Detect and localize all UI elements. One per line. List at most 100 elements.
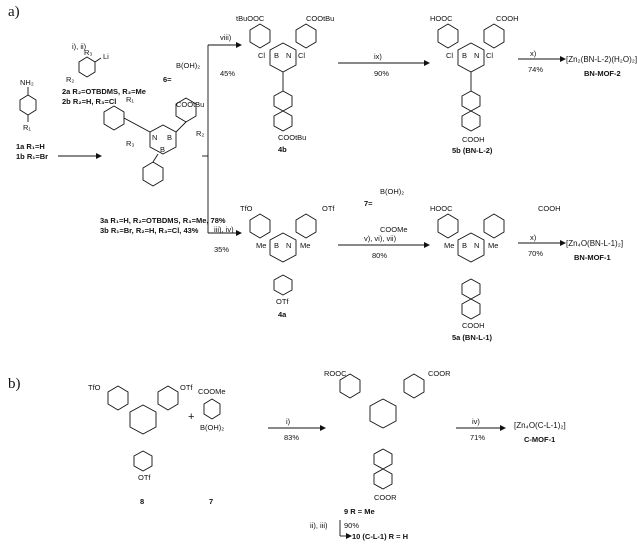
ester-label: COOR (374, 493, 397, 502)
ester-label: COOR (428, 369, 451, 378)
carboxylic-acid-label: COOH (462, 135, 485, 144)
step-iii-iv-yield: 35% (214, 245, 230, 254)
step-i-ii-label: i), ii) (72, 42, 87, 51)
atom-cl-label: Cl (258, 51, 266, 60)
r2-label: R₂ (196, 129, 205, 138)
tbu-ester-label: COOtBu (278, 133, 307, 142)
compound-4b-label: 4b (278, 145, 287, 154)
carboxylic-acid-label: COOH (496, 14, 519, 23)
atom-n-label: N (474, 51, 480, 60)
plus-sign: + (188, 411, 195, 423)
aniline-structure (19, 87, 37, 122)
step-x-label: x) (530, 233, 537, 242)
step-ii-iii-label: ii), iii) (310, 521, 328, 530)
compound-5a-structure (437, 213, 505, 320)
triflate-label: TfO (88, 383, 101, 392)
compound-7-label: 7 (209, 497, 214, 506)
atom-n-label: N (474, 241, 480, 250)
compound-8-label: 8 (140, 497, 145, 506)
step-iii-iv-label: iii), iv) (214, 225, 234, 234)
reagent-7-label: 7= (364, 199, 373, 208)
compound-5a-label: 5a (BN-L-1) (452, 333, 493, 342)
step-viii-yield: 45% (220, 69, 236, 78)
methyl-label: Me (444, 241, 455, 250)
step-x-label: x) (530, 49, 537, 58)
atom-b-label: B (462, 51, 468, 60)
compound-9-label: 9 R = Me (344, 507, 375, 516)
compound-1a-label: 1a R₁=H (16, 142, 45, 151)
compound-8-structure (107, 385, 179, 472)
methyl-label: Me (300, 241, 311, 250)
compound-5b-label: 5b (BN-L-2) (452, 146, 493, 155)
ester-label: ROOC (324, 369, 347, 378)
step-iv-label: iv) (472, 417, 480, 426)
c-mof-1-label: C-MOF-1 (524, 435, 556, 444)
atom-n-label: N (286, 241, 292, 250)
step-i-yield: 83% (284, 433, 300, 442)
r3-label: R₃ (126, 139, 135, 148)
triflate-label: TfO (240, 204, 253, 213)
step-i-label: i) (286, 417, 291, 426)
panel-label-a: a) (8, 4, 20, 20)
bn-mof-1-label: BN-MOF-1 (574, 253, 611, 262)
atom-b-label: B (462, 241, 468, 250)
aryllithium-structure (78, 56, 102, 78)
compound-5b-structure (437, 23, 505, 132)
amine-group-label: NH₂ (20, 78, 34, 87)
carboxylic-acid-label: HOOC (430, 14, 453, 23)
lithium-label: Li (103, 52, 109, 61)
atom-b-label: B (160, 145, 166, 154)
atom-b-label: B (274, 51, 280, 60)
r2-label: R₂ (66, 75, 75, 84)
compound-3a-label: 3a R₁=H, R₂=OTBDMS, R₃=Me, 78% (100, 216, 226, 225)
carboxylic-acid-label: HOOC (430, 204, 453, 213)
tbu-ester-label: COOtBu (306, 14, 335, 23)
arrowhead (96, 153, 102, 159)
methyl-ester-label: COOMe (380, 225, 408, 234)
panel-label-b: b) (8, 376, 21, 392)
carboxylic-acid-label: COOH (538, 204, 561, 213)
compound-10-label: 10 (C-L-1) R = H (352, 532, 409, 541)
atom-n-label: N (286, 51, 292, 60)
methyl-label: Me (488, 241, 499, 250)
step-x-yield: 70% (528, 249, 544, 258)
step-ix-label: ix) (374, 52, 382, 61)
compound-7-bottom-structure (203, 398, 221, 420)
bn-mof-2-label: BN-MOF-2 (584, 69, 621, 78)
triflate-label: OTf (276, 297, 289, 306)
atom-b-label: B (167, 133, 173, 142)
methyl-label: Me (256, 241, 267, 250)
compound-2a-label: 2a R₂=OTBDMS, R₃=Me (62, 87, 146, 96)
tbu-ester-label: tBuOOC (236, 14, 265, 23)
compound-4a-label: 4a (278, 310, 287, 319)
triflate-label: OTf (138, 473, 151, 482)
bn-mof-2-formula: [Zn₂(BN-L-2)(H₂O)₂] (566, 55, 637, 64)
step-v-vi-vii-yield: 80% (372, 251, 388, 260)
boronic-acid-label: B(OH)₂ (176, 61, 201, 70)
compound-4b-structure (249, 23, 317, 132)
atom-cl-label: Cl (486, 51, 494, 60)
step-x-yield: 74% (528, 65, 544, 74)
compound-3b-label: 3b R₁=Br, R₂=H, R₃=Cl, 43% (100, 226, 199, 235)
bn-mof-1-formula: [Zn₄O(BN-L-1)₂] (566, 239, 624, 248)
step-ii-iii-yield: 90% (344, 521, 360, 530)
reagent-6-label: 6= (163, 75, 172, 84)
boronic-acid-label: B(OH)₂ (380, 187, 405, 196)
step-v-vi-vii-label: v), vi), vii) (364, 234, 397, 243)
atom-b-label: B (274, 241, 280, 250)
compound-9-structure (339, 373, 425, 490)
step-viii-label: viii) (220, 33, 232, 42)
compound-3-structure (103, 97, 197, 187)
triflate-label: OTf (322, 204, 335, 213)
triflate-label: OTf (180, 383, 193, 392)
step-iv-yield: 71% (470, 433, 486, 442)
compound-2b-label: 2b R₂=H, R₃=Cl (62, 97, 117, 106)
compound-4a-structure (249, 213, 317, 296)
atom-n-label: N (152, 133, 158, 142)
atom-cl-label: Cl (446, 51, 454, 60)
aniline-substituent-label: R₁ (23, 123, 31, 132)
r1-label: R₁ (126, 95, 134, 104)
boronic-acid-label: B(OH)₂ (200, 423, 225, 432)
